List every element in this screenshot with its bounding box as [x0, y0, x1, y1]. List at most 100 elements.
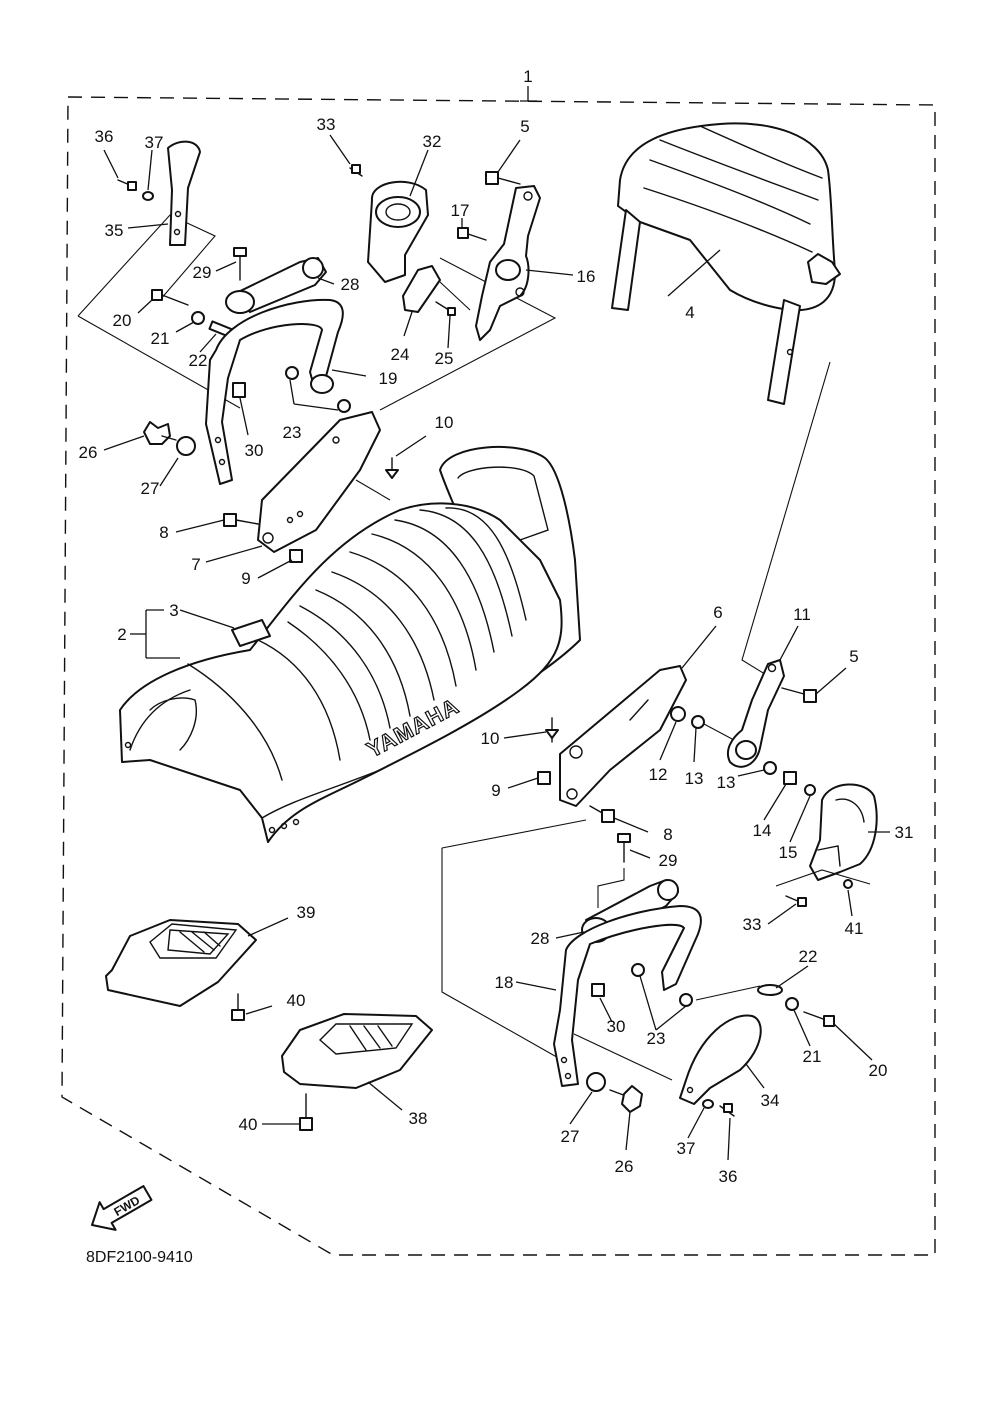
- callout-2: 2: [117, 625, 126, 644]
- callout-38: 38: [409, 1109, 428, 1128]
- callout-10a: 10: [435, 413, 454, 432]
- callout-9b: 9: [491, 781, 500, 800]
- callout-30b: 30: [607, 1017, 626, 1036]
- callout-27a: 27: [141, 479, 160, 498]
- callout-10b: 10: [481, 729, 500, 748]
- callout-33b: 33: [743, 915, 762, 934]
- screw-25-part: [435, 301, 456, 316]
- callout-8b: 8: [663, 825, 672, 844]
- nut-14-part: [783, 771, 797, 785]
- bolt-8-left-part: [223, 513, 259, 527]
- callout-28a: 28: [341, 275, 360, 294]
- callout-9a: 9: [241, 569, 250, 588]
- callout-3: 3: [169, 601, 178, 620]
- washer-41-part: [843, 879, 853, 889]
- callout-12: 12: [649, 765, 668, 784]
- callout-39: 39: [297, 903, 316, 922]
- callout-30a: 30: [245, 441, 264, 460]
- callout-1: 1: [523, 67, 532, 86]
- hinge-16-part: [439, 185, 541, 341]
- callout-27b: 27: [561, 1127, 580, 1146]
- callout-33a: 33: [317, 115, 336, 134]
- callout-29b: 29: [659, 851, 678, 870]
- callout-4: 4: [685, 303, 694, 322]
- callout-37a: 37: [145, 133, 164, 152]
- plate-7-part: [257, 411, 381, 553]
- leader-lines-right: [503, 625, 890, 1161]
- bolt-29-right-part: [617, 833, 631, 863]
- nut-23b-right-part: [679, 993, 693, 1007]
- callout-22a: 22: [189, 351, 208, 370]
- screw-40-top-part: [231, 993, 245, 1021]
- callout-5b: 5: [849, 647, 858, 666]
- bolt-8-right-part: [589, 805, 615, 823]
- callout-25: 25: [435, 349, 454, 368]
- callout-36b: 36: [719, 1167, 738, 1186]
- callout-24: 24: [391, 345, 410, 364]
- callout-40b: 40: [239, 1115, 258, 1134]
- grip-34-part: [679, 1014, 762, 1105]
- rivet-10-left-part: [385, 457, 399, 479]
- drawing-code: 8DF2100-9410: [86, 1249, 193, 1266]
- grip-35-part: [167, 140, 201, 246]
- callout-15: 15: [779, 843, 798, 862]
- collar-12-part: [670, 706, 686, 722]
- callout-13a: 13: [685, 769, 704, 788]
- washer-37-right-part: [702, 1099, 714, 1109]
- callout-20a: 20: [113, 311, 132, 330]
- washer-13a-part: [691, 715, 705, 729]
- leader-lines: [103, 134, 721, 487]
- callout-34: 34: [761, 1091, 780, 1110]
- callout-40a: 40: [287, 991, 306, 1010]
- callout-29a: 29: [193, 263, 212, 282]
- nut-30-right-part: [591, 983, 605, 997]
- nut-9-right-part: [537, 771, 551, 785]
- nut-23-right-part: [631, 963, 645, 977]
- bolt-5-top-part: [485, 171, 521, 185]
- spacer-27-part: [176, 436, 196, 456]
- leader-lines-mid: [130, 519, 293, 659]
- callout-41: 41: [845, 919, 864, 938]
- spacer-27-right-part: [586, 1072, 606, 1092]
- screw-36-right-part: [719, 1103, 735, 1117]
- washer-13b-part: [763, 761, 777, 775]
- arm-28-part: [225, 257, 327, 314]
- nut-23b-part: [337, 399, 351, 413]
- washer-21-part: [191, 311, 205, 325]
- washer-15-part: [804, 784, 816, 796]
- nut-30-part: [232, 382, 246, 398]
- footrest-38-part: [281, 1013, 433, 1089]
- callout-20b: 20: [869, 1061, 888, 1080]
- knob-26-part: [143, 421, 177, 445]
- cover-31-part: [809, 783, 878, 881]
- bar-18-part: [553, 905, 702, 1087]
- callout-17: 17: [451, 201, 470, 220]
- bolt-20-part: [151, 289, 189, 306]
- assembly-boundary: [61, 96, 936, 1256]
- callout-32: 32: [423, 132, 442, 151]
- washer-21-right-part: [785, 997, 799, 1011]
- callout-7: 7: [191, 555, 200, 574]
- callout-36a: 36: [95, 127, 114, 146]
- bolt-10-right-part: [545, 717, 559, 743]
- callout-8a: 8: [159, 523, 168, 542]
- callout-labels: 1 2 3 4 5 5 6 7 8 8 9 9 10 10 11 12 13 1…: [79, 67, 914, 1186]
- nut-23-part: [285, 366, 299, 380]
- callout-6: 6: [713, 603, 722, 622]
- screw-36-part: [117, 179, 137, 191]
- callout-31: 31: [895, 823, 914, 842]
- screw-40-bottom-part: [299, 1093, 313, 1131]
- callout-28b: 28: [531, 929, 550, 948]
- knob-26-right-part: [609, 1085, 643, 1113]
- callout-18: 18: [495, 973, 514, 992]
- nut-9-left-part: [289, 549, 303, 563]
- seat-2-part: YAMAHA: [119, 445, 581, 843]
- callout-22b: 22: [799, 947, 818, 966]
- bolt-20-right-part: [803, 1011, 835, 1027]
- hinge-11-part: [726, 659, 785, 768]
- callout-26a: 26: [79, 443, 98, 462]
- callout-13b: 13: [717, 773, 736, 792]
- bar-19-part: [205, 298, 344, 485]
- callout-23b: 23: [647, 1029, 666, 1048]
